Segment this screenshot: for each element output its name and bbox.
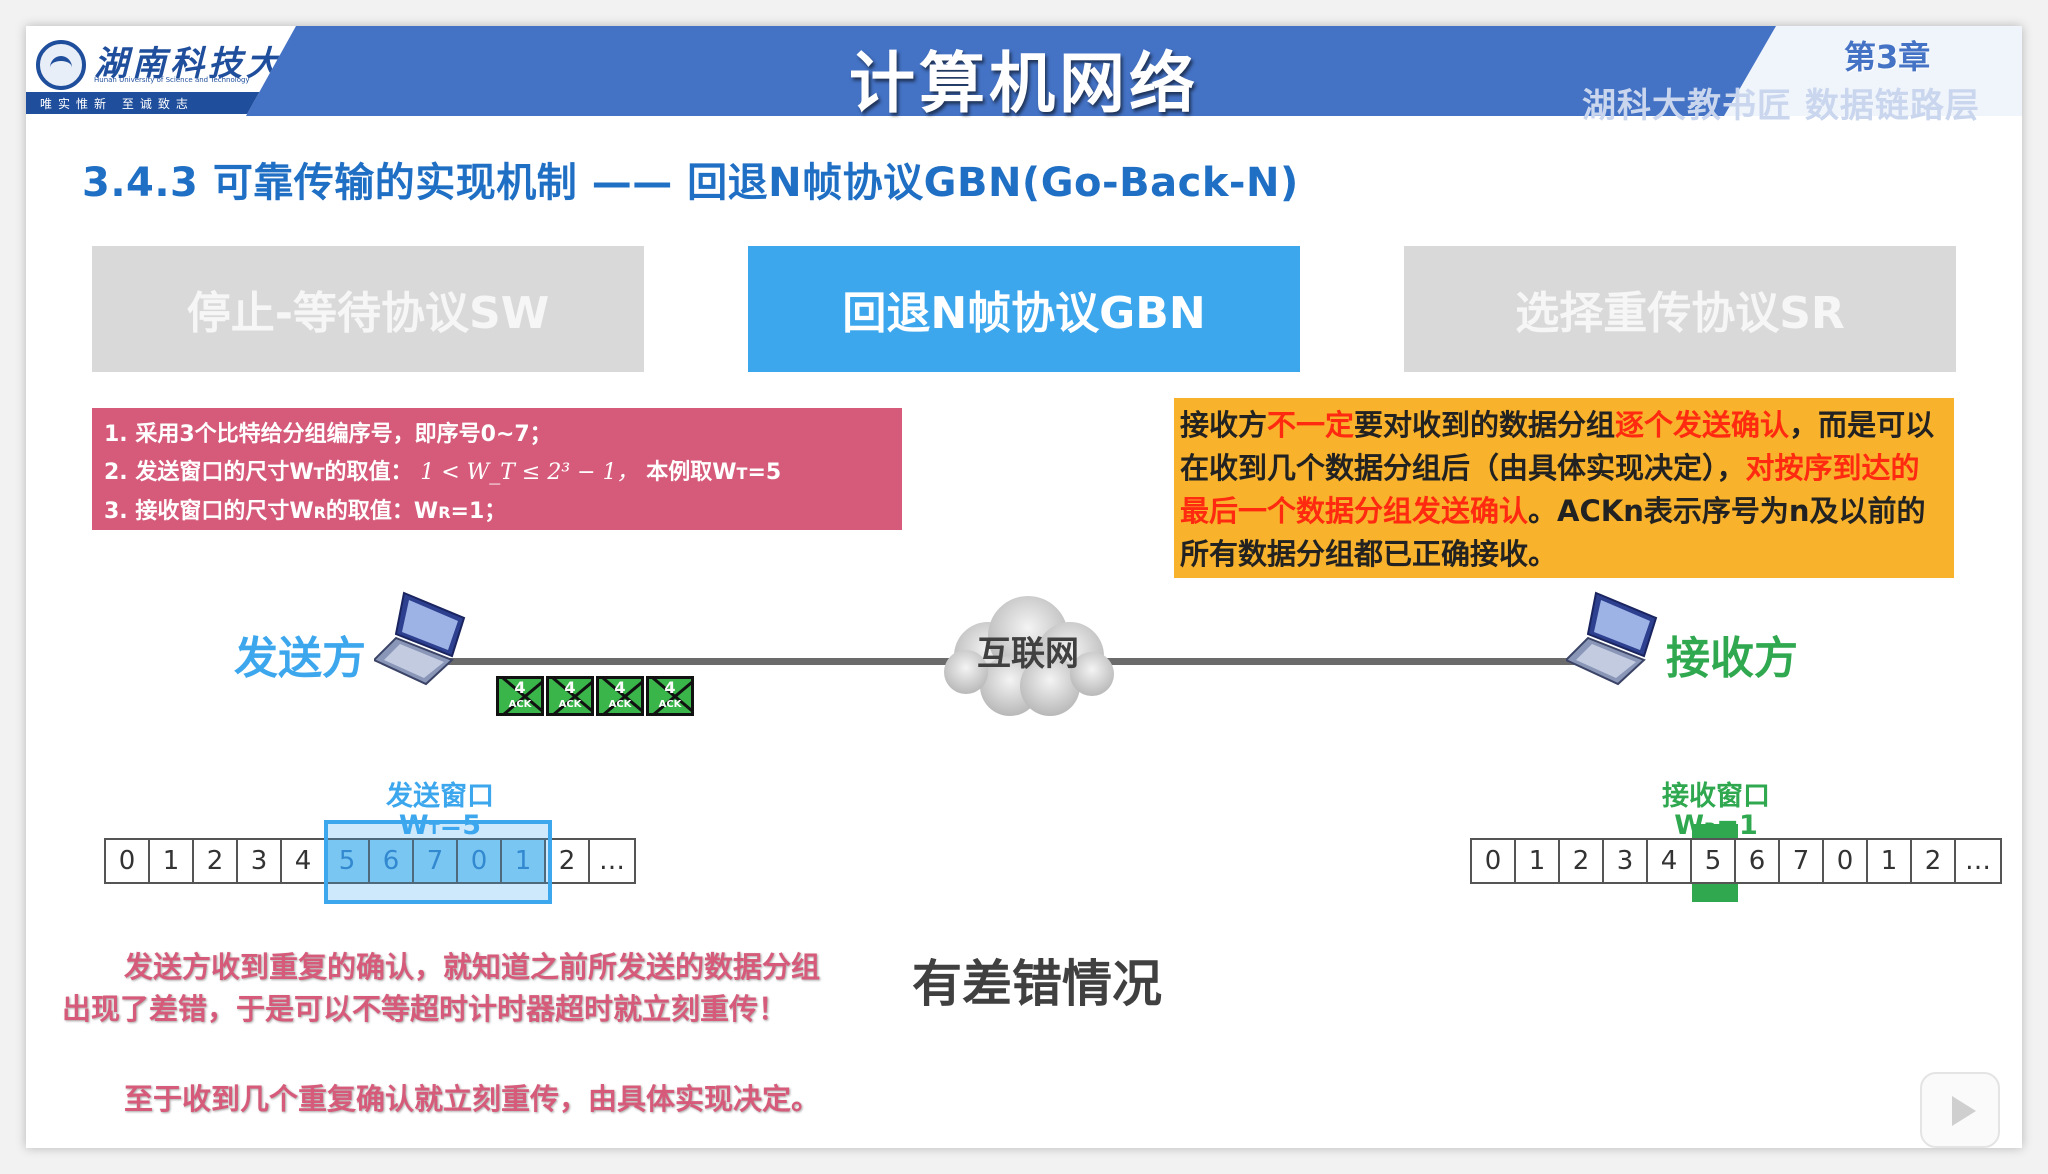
seq-cell: 0	[1472, 840, 1516, 882]
seq-cell: 6	[1736, 840, 1780, 882]
seq-cell: 2	[194, 840, 238, 882]
seq-cell: 2	[1912, 840, 1956, 882]
rule-3: 3. 接收窗口的尺寸WR的取值：WR=1；	[104, 499, 507, 524]
seq-cell: …	[1965, 846, 1991, 876]
tab-selective-repeat[interactable]: 选择重传协议SR	[1404, 246, 1956, 372]
receiver-sequence-row: 0 1 2 3 4 5 6 7 0 1 2 …	[1470, 838, 2002, 884]
send-window-title: 发送窗口	[386, 781, 494, 812]
receiver-label: 接收方	[1666, 633, 1798, 684]
university-motto: 唯实惟新 至诚致志	[40, 97, 194, 111]
university-name: 湖南科技大学	[94, 44, 322, 84]
university-name-en: Hunan University of Science and Technolo…	[94, 76, 250, 84]
seq-cell: 0	[1824, 840, 1868, 882]
cumulative-ack-note: 接收方不一定要对收到的数据分组逐个发送确认，而是可以在收到几个数据分组后（由具体…	[1174, 398, 1954, 578]
sender-laptop-icon	[374, 591, 466, 686]
explain-line-2: 出现了差错，于是可以不等超时计时器超时就立刻重传！	[62, 992, 788, 1026]
university-emblem-icon	[36, 40, 86, 90]
internet-cloud-icon	[944, 596, 1114, 716]
seq-cell: 1	[1516, 840, 1560, 882]
seq-cell: 2	[1560, 840, 1604, 882]
seq-cell: 3	[238, 840, 282, 882]
seq-cell: 7	[1780, 840, 1824, 882]
sender-label: 发送方	[234, 633, 366, 684]
rule-2: 2. 发送窗口的尺寸WT的取值： 1 < W_T ≤ 2³ − 1， 本例取WT…	[104, 460, 782, 485]
seq-cell: 2	[546, 840, 590, 882]
chapter-subtitle: 湖科大教书匠 数据链路层	[1582, 86, 1980, 126]
explain-line-3: 至于收到几个重复确认就立刻重传，由具体实现决定。	[124, 1082, 821, 1116]
tab-go-back-n[interactable]: 回退N帧协议GBN	[748, 246, 1300, 372]
seq-cell: 4	[1648, 840, 1692, 882]
seq-cell: 1	[150, 840, 194, 882]
university-logo: 湖南科技大学 Hunan University of Science and T…	[26, 26, 322, 116]
send-window-frame	[324, 820, 552, 904]
receiver-laptop-icon	[1566, 591, 1658, 686]
seq-cell: 0	[106, 840, 150, 882]
seq-cell: 4	[282, 840, 326, 882]
send-window-size: WT=5	[398, 810, 482, 841]
seq-cell: 7	[414, 840, 458, 882]
play-button[interactable]	[1920, 1072, 2000, 1148]
header-bar	[26, 26, 2022, 116]
course-title: 计算机网络	[849, 45, 1199, 122]
tab-stop-and-wait[interactable]: 停止-等待协议SW	[92, 246, 644, 372]
seq-cell: 5	[326, 840, 370, 882]
seq-cell: 6	[370, 840, 414, 882]
rule-1: 1. 采用3个比特给分组编序号，即序号0~7；	[104, 422, 552, 447]
seq-cell: …	[599, 846, 625, 876]
slide: 湖南科技大学 Hunan University of Science and T…	[26, 26, 2022, 1148]
seq-cell: 5	[1692, 840, 1736, 882]
seq-cell: 1	[502, 840, 546, 882]
seq-cell: 1	[1868, 840, 1912, 882]
sender-sequence-row: 0 1 2 3 4 5 6 7 0 1 2 …	[104, 838, 636, 884]
explain-line-1: 发送方收到重复的确认，就知道之前所发送的数据分组	[124, 950, 821, 984]
internet-label: 互联网	[977, 634, 1079, 674]
protocol-rules-box: 1. 采用3个比特给分组编序号，即序号0~7； 2. 发送窗口的尺寸WT的取值：…	[92, 408, 902, 530]
chapter-label: 第3章	[1844, 38, 1931, 76]
recv-window-title: 接收窗口	[1662, 781, 1770, 812]
case-title: 有差错情况	[912, 955, 1162, 1013]
seq-cell: 3	[1604, 840, 1648, 882]
section-title: 3.4.3 可靠传输的实现机制 —— 回退N帧协议GBN(Go-Back-N)	[82, 160, 1299, 206]
seq-cell: 0	[458, 840, 502, 882]
